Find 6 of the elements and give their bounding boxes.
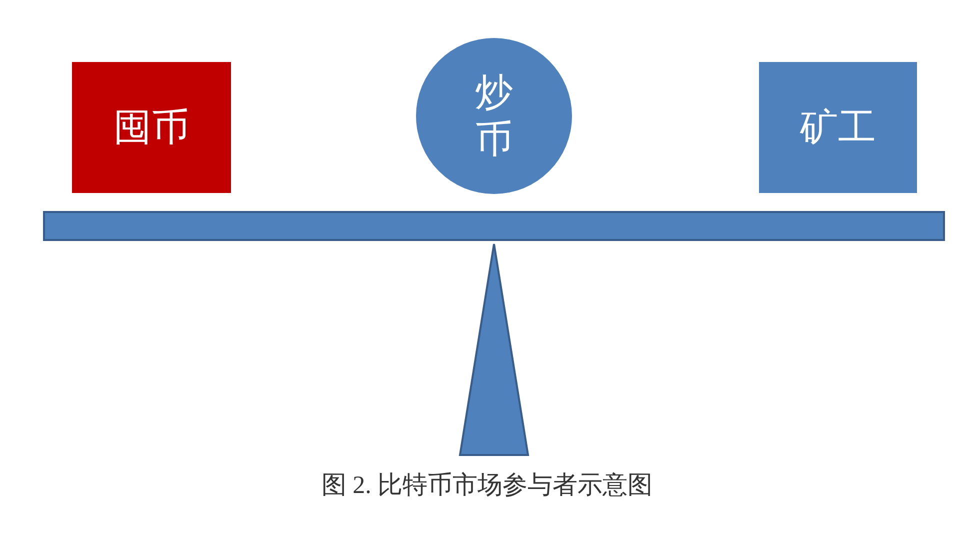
node-label: 炒币 xyxy=(474,68,514,163)
square-box xyxy=(72,62,231,193)
square-box xyxy=(759,62,917,193)
node-label: 囤币 xyxy=(114,104,190,151)
caption: 图 2. 比特币市场参与者示意图 xyxy=(321,472,653,499)
node-label: 矿工 xyxy=(800,104,876,151)
